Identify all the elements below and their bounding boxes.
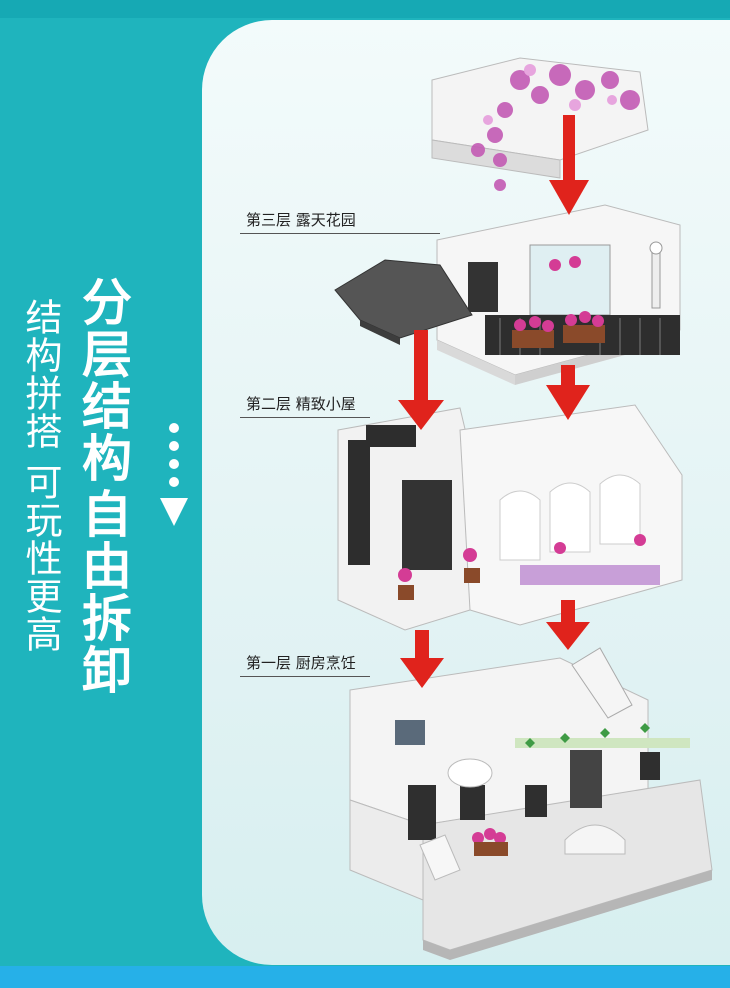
top-strip	[0, 0, 730, 18]
bottom-strip	[0, 966, 730, 988]
layer-label-line-1	[240, 676, 370, 677]
layer-label-1: 第一层 厨房烹饪	[246, 654, 356, 672]
dots-down-arrow-icon	[160, 423, 188, 526]
first-floor-kitchen	[349, 647, 713, 960]
roof-module	[431, 57, 649, 191]
third-floor-garden	[334, 204, 681, 385]
layer-label-line-2	[240, 417, 370, 418]
title-line-2: 自由拆卸	[74, 488, 132, 696]
red-down-arrow-icon	[398, 115, 590, 688]
layer-label-line-3	[240, 233, 440, 234]
second-floor-cottage	[337, 404, 683, 631]
title-line-1: 分层结构	[74, 276, 132, 484]
layer-label-3: 第三层 露天花园	[246, 211, 356, 229]
subtitle-vertical: 结构拼搭 可玩性更高	[19, 298, 62, 653]
layer-label-2: 第二层 精致小屋	[246, 395, 356, 413]
building-illustration	[334, 57, 713, 960]
